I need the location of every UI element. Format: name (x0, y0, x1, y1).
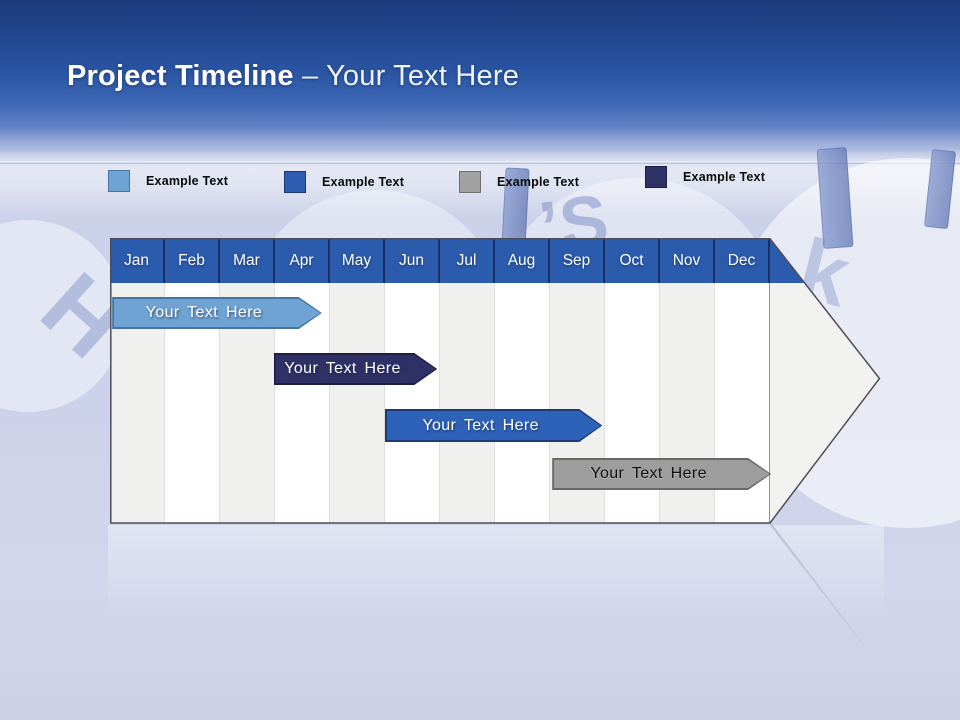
legend-label: Example Text (146, 174, 229, 188)
timeline-bar-body: Your Text Here (275, 355, 435, 384)
month-cell-mar: Mar (220, 238, 275, 283)
month-cell-oct: Oct (605, 238, 660, 283)
legend-label: Example Text (683, 170, 766, 184)
timeline-bar-label: Your Text Here (422, 416, 539, 434)
month-cell-jan: Jan (110, 238, 165, 283)
grid-column-aug (495, 283, 550, 523)
grid-column-jul (440, 283, 495, 523)
timeline-bar-body: Your Text Here (387, 411, 601, 441)
page-title-main: Project Timeline (67, 60, 294, 92)
timeline-bar-body: Your Text Here (554, 460, 770, 489)
grid-column-may (330, 283, 385, 523)
grid-column-jun (385, 283, 440, 523)
legend-label: Example Text (322, 175, 405, 189)
timeline-bar-3: Your Text Here (385, 409, 602, 442)
timeline-reflection (108, 525, 884, 620)
legend-item: Example Text (459, 170, 579, 194)
timeline-bar-1: Your Text Here (112, 297, 322, 329)
month-cell-feb: Feb (165, 238, 220, 283)
legend-label: Example Text (497, 175, 580, 189)
month-cell-dec: Dec (715, 238, 770, 283)
page-title: Project Timeline – Your Text Here (67, 60, 927, 93)
timeline-bar-label: Your Text Here (590, 465, 707, 482)
legend-swatch-blue (284, 171, 306, 193)
legend-item: Example Text (284, 170, 404, 194)
legend-swatch-gray (459, 171, 481, 193)
page-title-accent: – Your Text Here (301, 60, 520, 92)
month-cell-nov: Nov (660, 238, 715, 283)
timeline-bar-label: Your Text Here (284, 360, 401, 377)
clothesline (0, 161, 960, 164)
timeline-bar-2: Your Text Here (274, 353, 437, 385)
month-cell-may: May (330, 238, 385, 283)
month-cell-aug: Aug (495, 238, 550, 283)
legend-swatch-lightblue (108, 170, 130, 192)
timeline-bar-4: Your Text Here (552, 458, 771, 490)
legend-item: Example Text (645, 165, 765, 189)
month-cell-sep: Sep (550, 238, 605, 283)
legend-item: Example Text (108, 169, 228, 193)
timeline-bar-body: Your Text Here (114, 299, 320, 328)
month-cell-jul: Jul (440, 238, 495, 283)
month-cell-apr: Apr (275, 238, 330, 283)
month-cell-jun: Jun (385, 238, 440, 283)
legend-swatch-navy (645, 166, 667, 188)
timeline-bar-label: Your Text Here (145, 304, 263, 321)
